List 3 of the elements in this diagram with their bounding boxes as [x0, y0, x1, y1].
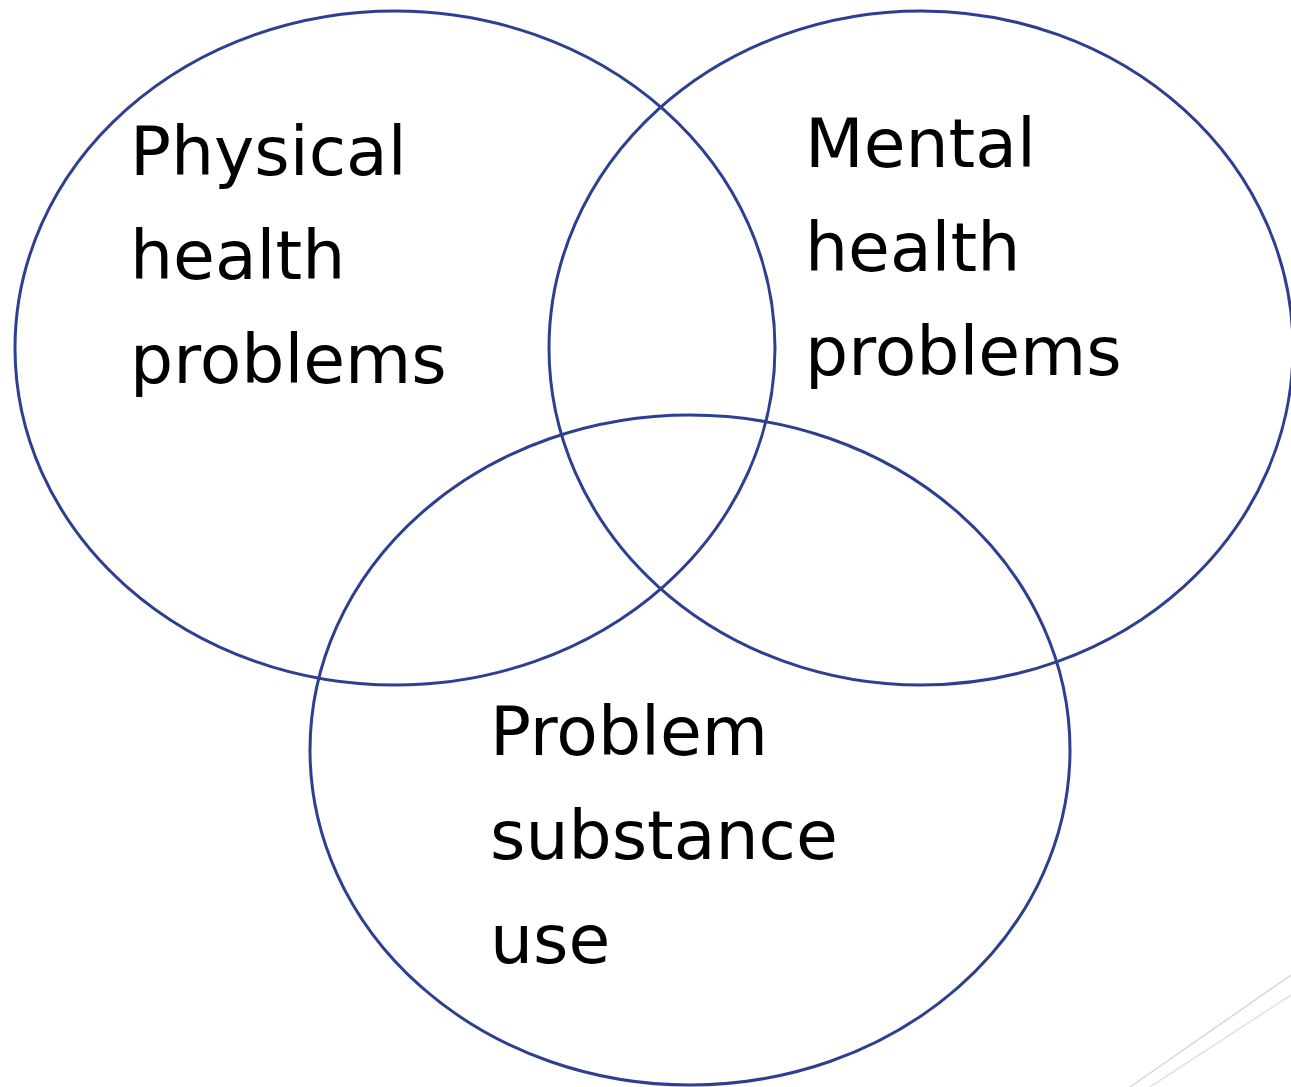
set-label: Problem substance use: [490, 691, 839, 981]
set-label: Physical health problems: [130, 111, 448, 401]
set-label: Mental health problems: [805, 103, 1123, 393]
